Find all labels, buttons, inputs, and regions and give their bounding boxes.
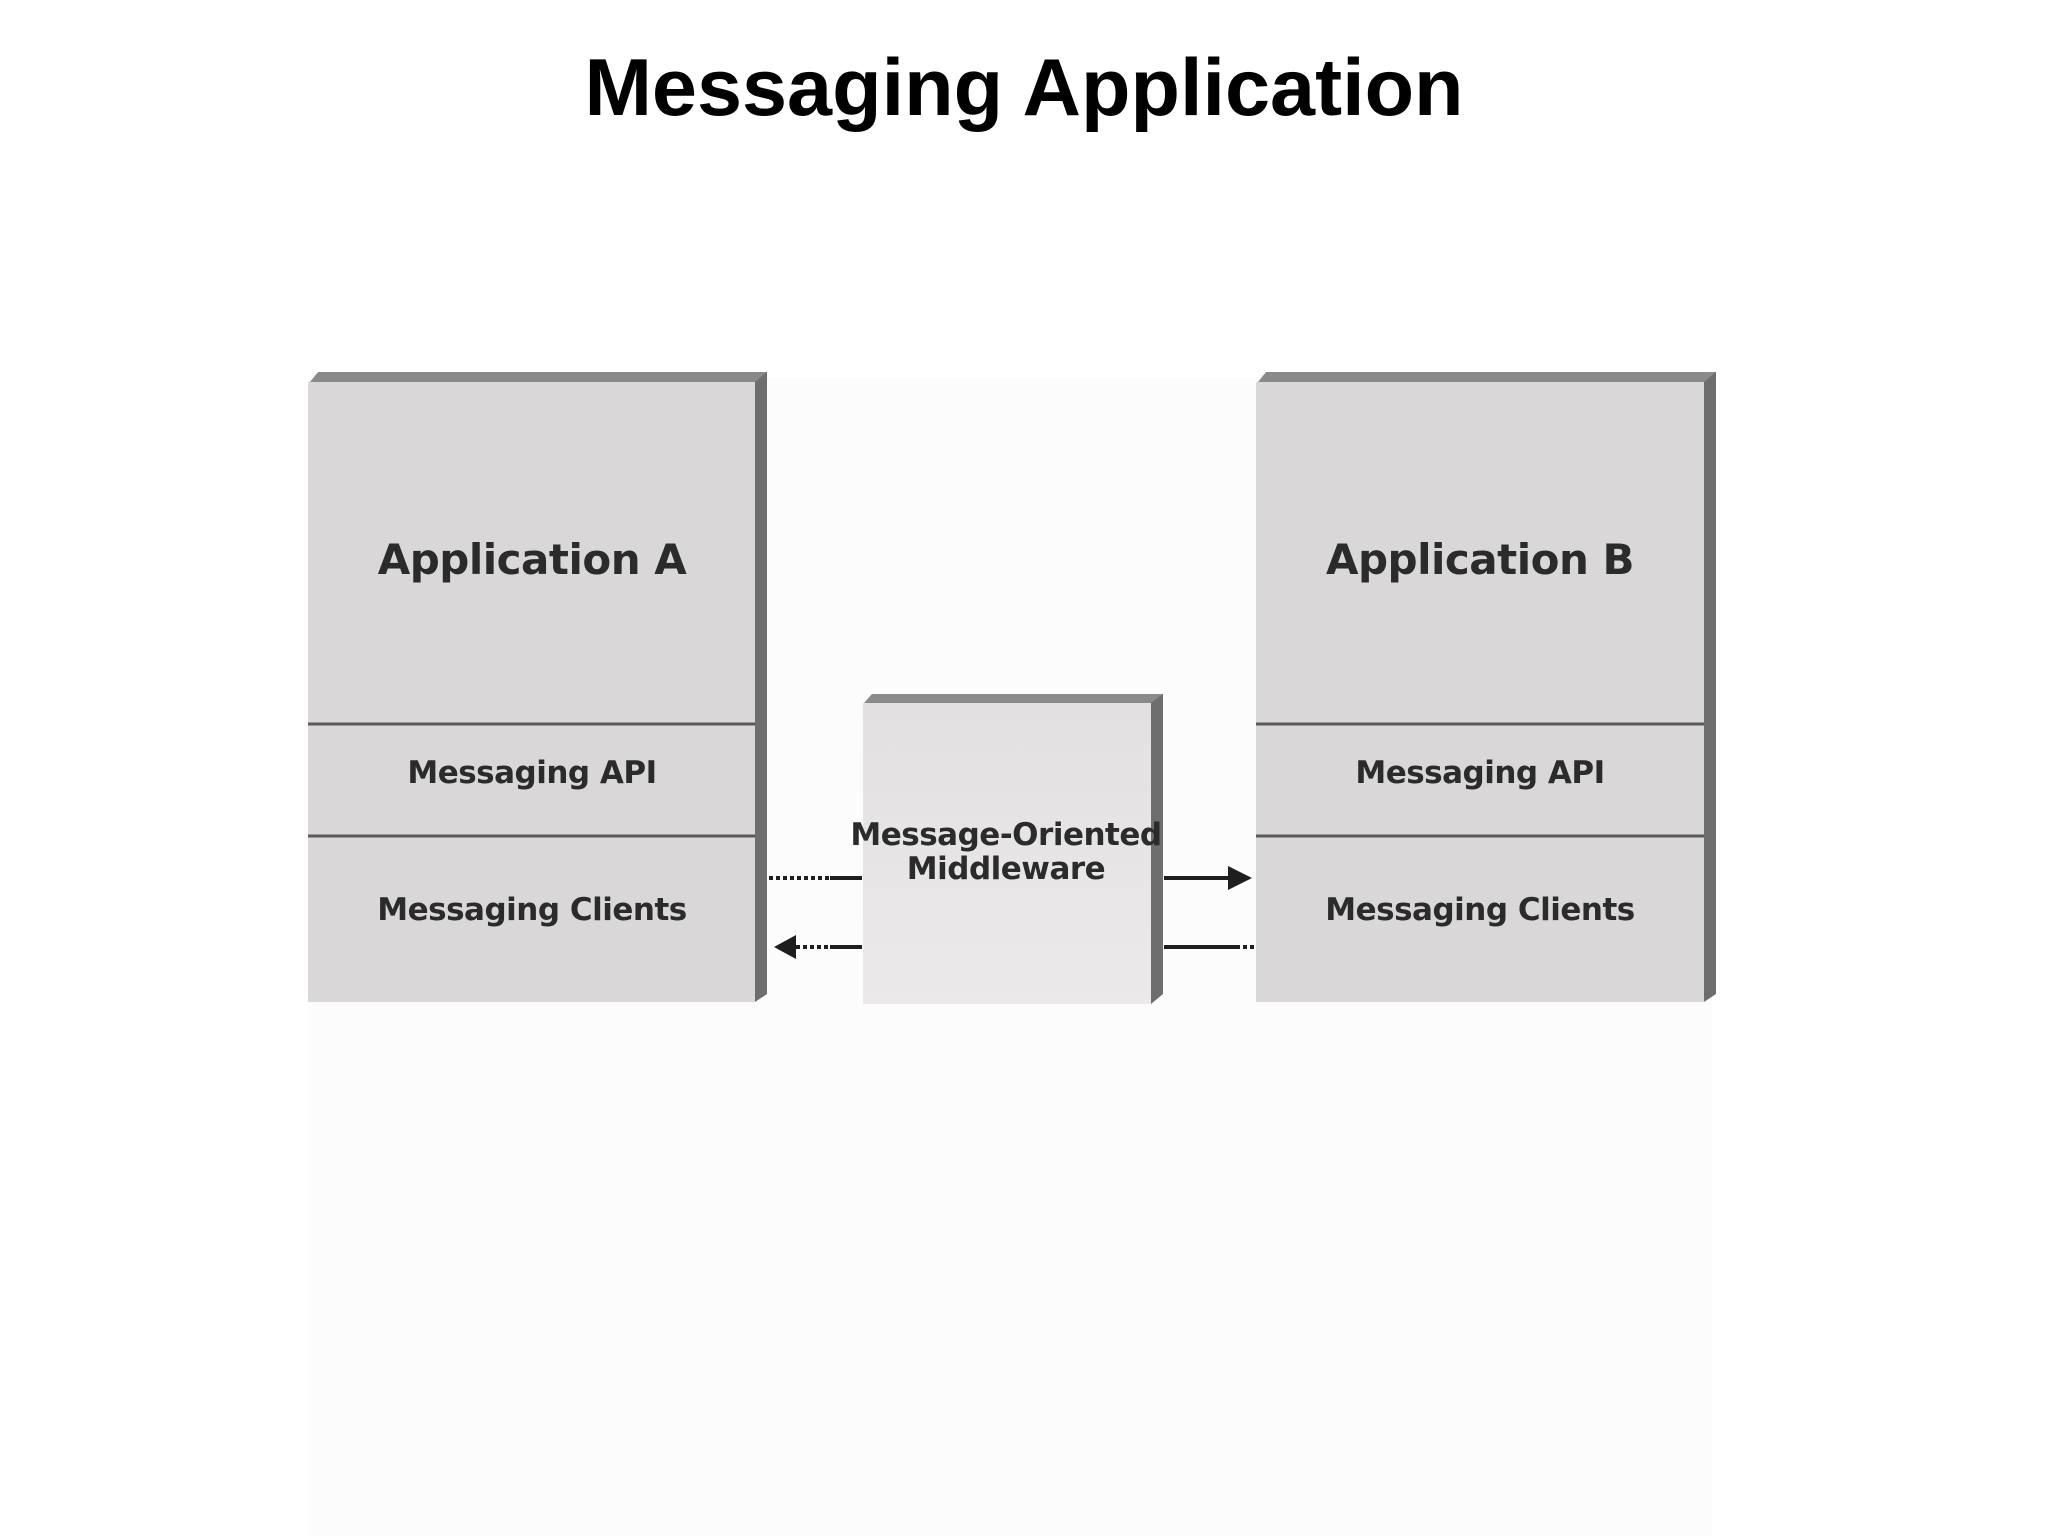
middleware-label-line2: Middleware: [907, 851, 1105, 887]
middleware-box: Message-Oriented Middleware: [850, 694, 1163, 1004]
arrow-middleware-to-a: [774, 935, 862, 959]
application-b-top-bevel: [1258, 372, 1716, 382]
middleware-side-shadow: [1151, 694, 1163, 1004]
application-a-side-shadow: [755, 372, 767, 1002]
application-a-title: Application A: [378, 535, 688, 584]
middleware-label-line1: Message-Oriented: [850, 817, 1161, 853]
application-b-title: Application B: [1326, 535, 1634, 584]
application-b-clients-label: Messaging Clients: [1325, 892, 1634, 928]
application-a-api-label: Messaging API: [407, 755, 656, 791]
application-b-body: [1256, 382, 1704, 1002]
middleware-body: [863, 703, 1151, 1004]
application-a-clients-label: Messaging Clients: [377, 892, 686, 928]
arrow-middleware-to-b: [1164, 866, 1252, 890]
middleware-top-bevel: [864, 694, 1163, 703]
application-a-top-bevel: [310, 372, 767, 382]
page-title: Messaging Application: [584, 43, 1464, 133]
arrowhead-left-icon: [774, 935, 796, 959]
arrowhead-right-icon: [1228, 866, 1252, 890]
application-b-side-shadow: [1704, 372, 1716, 1002]
application-b-box: Application B Messaging API Messaging Cl…: [1256, 372, 1716, 1002]
application-a-box: Application A Messaging API Messaging Cl…: [308, 372, 767, 1002]
application-b-api-label: Messaging API: [1355, 755, 1604, 791]
application-a-body: [308, 382, 755, 1002]
